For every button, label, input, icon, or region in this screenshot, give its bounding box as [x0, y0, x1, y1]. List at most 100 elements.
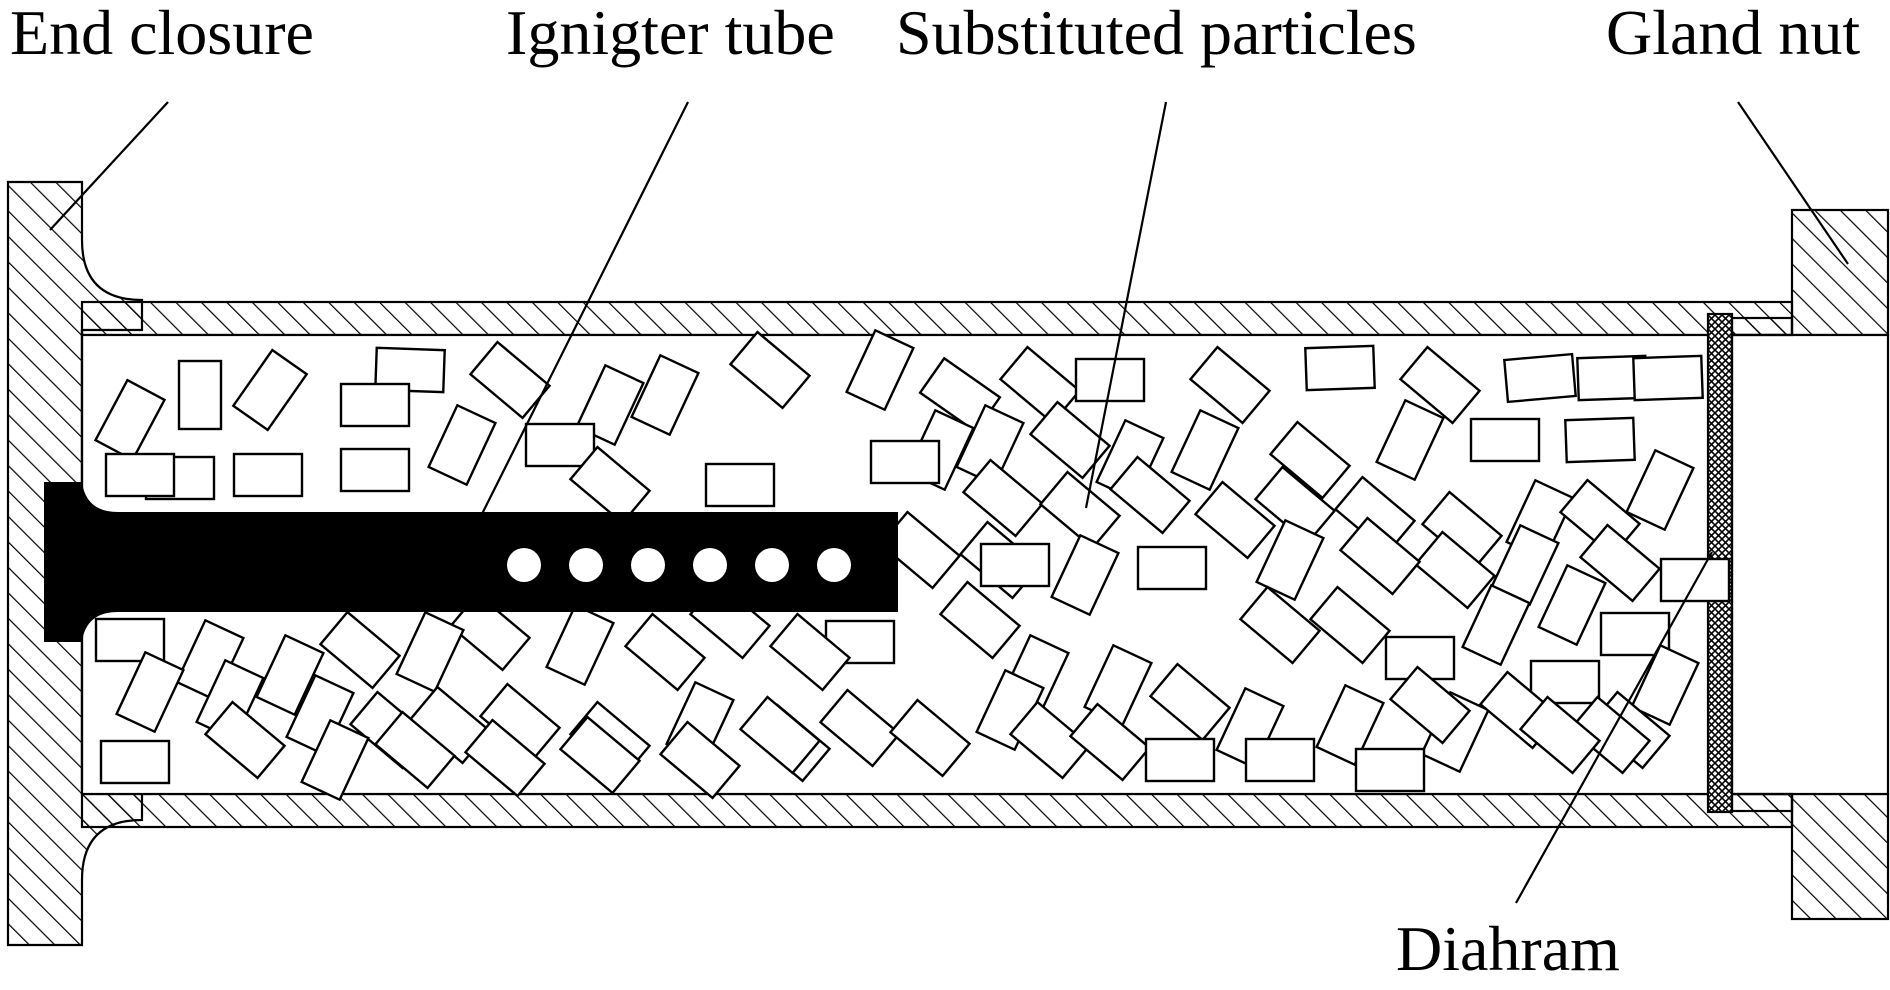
particle [1413, 530, 1497, 610]
igniter-hole [569, 548, 603, 582]
particle [177, 359, 223, 431]
igniter-tube-body [44, 482, 898, 642]
particle [845, 328, 915, 412]
particle [623, 612, 707, 692]
leader-diaphragm [1515, 551, 1713, 904]
gland-nut-top [1790, 208, 1890, 337]
particle [1136, 545, 1208, 591]
particle [1469, 417, 1541, 463]
particle [1170, 408, 1240, 492]
particle [1529, 659, 1601, 705]
particle [568, 445, 652, 525]
particle [1461, 583, 1531, 667]
label-igniter-tube: Ignigter tube [506, 0, 835, 68]
particle [1375, 398, 1445, 482]
gland-nut-bottom [1790, 792, 1890, 921]
particle [1630, 643, 1700, 727]
particle [203, 700, 287, 780]
nozzle-opening [1730, 333, 1890, 796]
particle [1578, 523, 1662, 603]
particle [1502, 352, 1578, 404]
particle [1148, 662, 1232, 742]
substituted-particles [93, 328, 1731, 802]
label-end-closure: End closure [10, 0, 314, 68]
igniter-tube [44, 482, 898, 642]
particle [1193, 480, 1277, 560]
particle [1625, 448, 1695, 532]
particle [1268, 420, 1352, 500]
particle [373, 710, 457, 790]
particle [545, 603, 615, 687]
gland-nut [1730, 208, 1890, 921]
particle [1255, 518, 1325, 602]
particle [524, 422, 596, 468]
particle [955, 403, 1025, 487]
particle [94, 617, 166, 663]
igniter-holes [507, 548, 851, 582]
igniter-hole [755, 548, 789, 582]
particle [768, 612, 852, 692]
leader-igniter-tube [481, 101, 689, 515]
particle [1632, 354, 1704, 402]
particle [1244, 737, 1316, 783]
particle [818, 688, 902, 768]
particle [1388, 665, 1472, 745]
particle [938, 580, 1022, 660]
particle [1564, 416, 1636, 464]
particle [300, 718, 370, 802]
particle [888, 698, 972, 778]
particle [318, 610, 402, 690]
particle [115, 650, 185, 734]
particle [1008, 700, 1092, 780]
particle [630, 353, 700, 437]
particle [1537, 563, 1607, 647]
particle [463, 718, 547, 798]
particle [1238, 585, 1322, 665]
particle [339, 382, 411, 428]
label-diaphragm: Diahram [1396, 913, 1620, 984]
particle [1315, 683, 1385, 767]
particle [1659, 557, 1731, 603]
particle [728, 330, 812, 410]
particle [1144, 737, 1216, 783]
particle [1050, 533, 1120, 617]
particle [658, 720, 742, 800]
case-wall-top [80, 300, 1794, 337]
particle [395, 610, 465, 694]
particle [824, 619, 896, 665]
particle [1398, 345, 1482, 425]
particle [231, 348, 309, 432]
particle [1188, 345, 1272, 425]
particle [99, 739, 171, 785]
particle [558, 715, 642, 795]
particle [1068, 702, 1152, 782]
igniter-hole [693, 548, 727, 582]
leader-lines [49, 101, 1849, 904]
igniter-hole [631, 548, 665, 582]
particle [1308, 585, 1392, 665]
particle [1338, 516, 1422, 596]
particle [468, 340, 552, 420]
label-gland-nut: Gland nut [1606, 0, 1860, 68]
particle [961, 458, 1045, 538]
particle [1215, 686, 1285, 770]
particle [1108, 455, 1192, 535]
particle [1354, 747, 1426, 793]
particle [427, 403, 497, 487]
particle [232, 452, 304, 498]
particle [1038, 470, 1122, 550]
particle [979, 542, 1051, 588]
particle [869, 439, 941, 485]
particle [93, 378, 167, 462]
particle [1518, 695, 1602, 775]
particle [1304, 344, 1376, 392]
particle [704, 462, 776, 508]
particle [339, 447, 411, 493]
igniter-hole [817, 548, 851, 582]
particle [255, 633, 325, 717]
particle [104, 452, 176, 498]
leader-end-closure [49, 101, 169, 231]
label-substituted-particles: Substituted particles [896, 0, 1417, 68]
